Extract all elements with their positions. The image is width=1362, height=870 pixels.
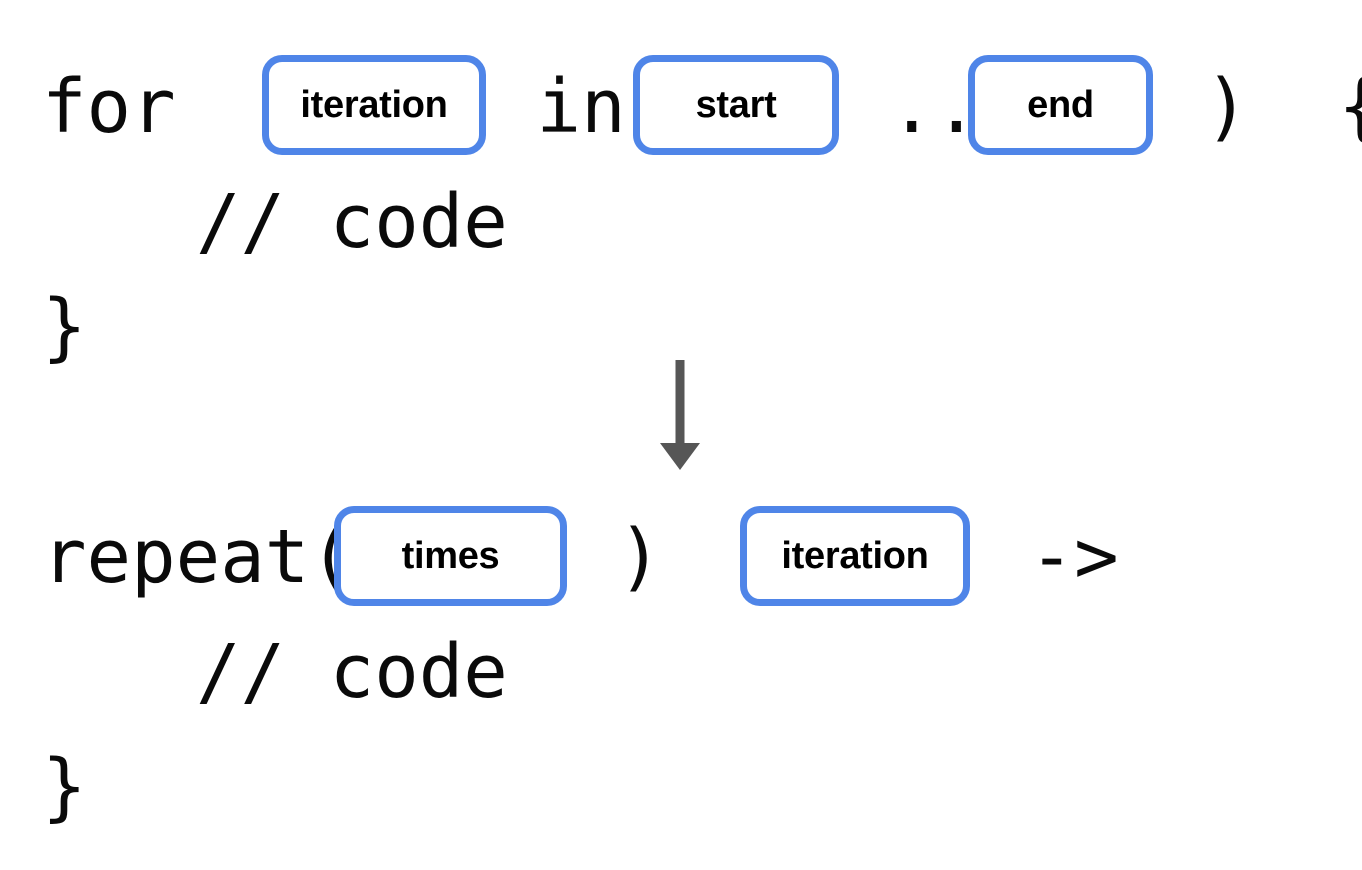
token-times-label: times [401,534,500,577]
after-line1-lambda-arrow: -> [985,514,1119,600]
before-line3-closing-brace: } [42,284,87,370]
token-start-label: start [695,83,777,126]
token-times[interactable]: times [334,506,567,606]
token-iteration-after[interactable]: iteration [740,506,970,606]
arrow-down-icon [650,355,710,475]
after-line2-comment: // code [196,629,508,715]
after-line3-closing-brace: } [42,744,87,830]
token-iteration-before-label: iteration [300,83,448,126]
after-line1-keyword-repeat: repeat( [42,514,399,600]
token-start[interactable]: start [633,55,839,155]
before-line1-range-operator: .. [845,64,1024,150]
token-iteration-before[interactable]: iteration [262,55,486,155]
before-line2-comment: // code [196,179,508,265]
before-line1-keyword-in: in [492,64,671,150]
token-iteration-after-label: iteration [781,534,929,577]
before-line1-closing: ) { [1160,64,1362,150]
token-end-label: end [1027,83,1094,126]
token-end[interactable]: end [968,55,1153,155]
